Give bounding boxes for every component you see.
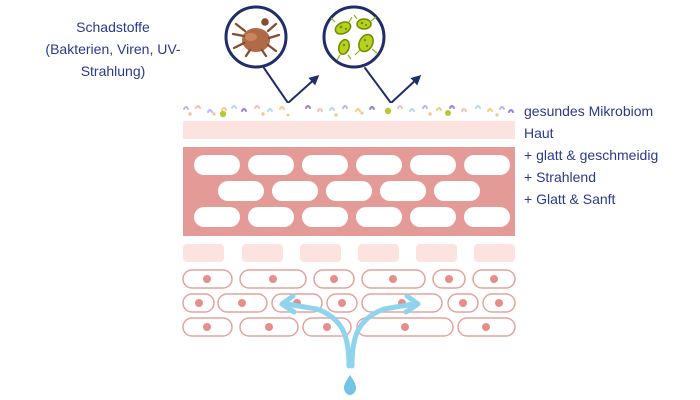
mite-icon [224, 5, 288, 69]
threats-title: Schadstoffe [76, 19, 150, 35]
skin-label: Haut [524, 125, 554, 141]
benefit-item: + Strahlend [524, 169, 596, 185]
threats-label: Schadstoffe (Bakterien, Viren, UV-Strahl… [18, 16, 208, 82]
bacteria-icon [322, 5, 386, 69]
upper-skin-layer [183, 121, 515, 139]
microbiome-label: gesundes Mikrobiom [524, 103, 654, 119]
side-labels: gesundes Mikrobiom Haut + glatt & geschm… [524, 100, 700, 210]
deep-cell-layer [182, 269, 516, 337]
light-cell-row [183, 244, 515, 262]
arrow-up-right-icon [263, 67, 422, 105]
benefit-item: + Glatt & Sanft [524, 191, 616, 207]
split-arrow-icon [279, 293, 421, 369]
skin-layer [183, 147, 515, 236]
threats-subtitle: (Bakterien, Viren, UV-Strahlung) [45, 41, 181, 79]
microbiome-layer [183, 103, 515, 121]
benefit-item: + glatt & geschmeidig [524, 147, 659, 163]
water-drop-icon [344, 375, 356, 395]
